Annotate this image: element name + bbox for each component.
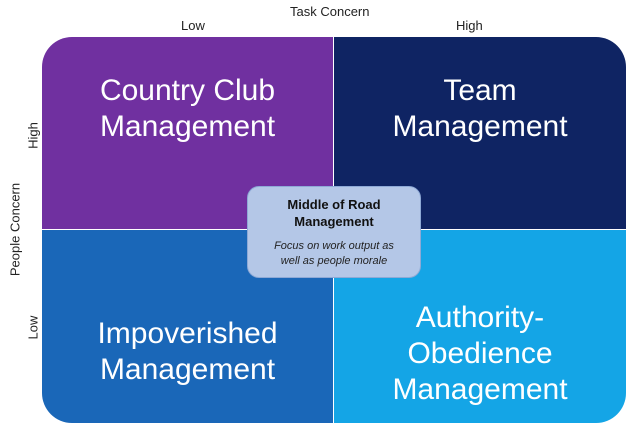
x-axis-low-label: Low	[181, 18, 205, 33]
middle-of-road-box: Middle of Road Management Focus on work …	[247, 186, 421, 278]
quadrant-label: Impoverished Management	[97, 317, 278, 386]
quadrant-label: Team Management	[392, 74, 568, 143]
middle-box-title: Middle of Road Management	[287, 197, 381, 229]
quadrant-country-club: Country Club Management	[42, 37, 333, 229]
x-axis-title: Task Concern	[290, 4, 370, 19]
y-axis-low-label: Low	[25, 315, 41, 340]
middle-box-description: Focus on work output as well as people m…	[274, 240, 394, 267]
y-axis-title: People Concern	[7, 182, 23, 277]
y-axis-high-label: High	[25, 122, 41, 149]
quadrant-label: Authority- Obedience Management	[392, 301, 568, 406]
x-axis-high-label: High	[456, 18, 483, 33]
quadrant-label: Country Club Management	[99, 74, 276, 143]
